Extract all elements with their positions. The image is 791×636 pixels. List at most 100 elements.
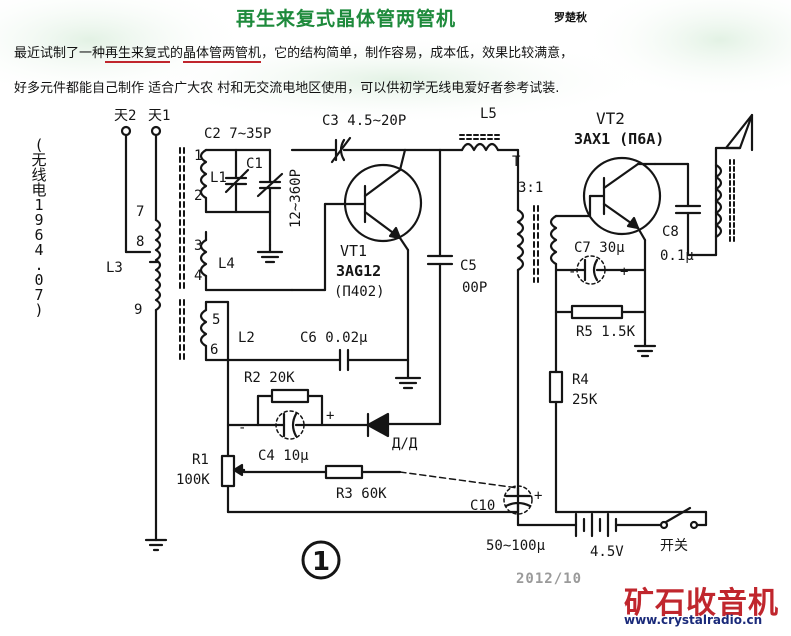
capacitor-c1 xyxy=(256,148,284,264)
intro-highlight-regenerative: 再生来复式 xyxy=(105,46,171,63)
label-c5: C5 xyxy=(460,258,477,274)
label-c5-val: 00P xyxy=(462,280,487,296)
label-n5: 5 xyxy=(212,312,220,328)
label-vt2-type: 3AX1 (П6A) xyxy=(574,130,664,148)
label-r5: R5 1.5K xyxy=(576,324,636,340)
date-watermark: 2012/10 xyxy=(516,571,583,587)
label-c1-range: 12~360P xyxy=(288,169,304,228)
capacitor-c5 xyxy=(386,254,454,426)
label-c4: C4 10μ xyxy=(258,448,309,464)
label-n4: 4 xyxy=(194,268,202,284)
label-ant2: 天2 xyxy=(114,108,136,124)
intro-line-1: 最近试制了一种再生来复式的晶体管两管机，它的结构简单，制作容易，成本低，效果比较… xyxy=(14,42,574,63)
label-n3: 3 xyxy=(194,238,202,254)
page-title: 再生来复式晶体管两管机 xyxy=(236,8,457,30)
label-n8: 8 xyxy=(136,234,144,250)
label-c10: C10 xyxy=(470,498,495,514)
source-citation: ( 无 线 电 1 9 6 4 . 0 7 ) xyxy=(28,138,50,318)
intro-text-a: 最近试制了一种 xyxy=(14,46,106,61)
coil-l5 xyxy=(459,134,520,152)
label-r1-val: 100K xyxy=(176,472,210,488)
site-url: www.crystalradio.cn xyxy=(624,613,763,627)
label-r4-val: 25K xyxy=(572,392,598,408)
source-char: 线 xyxy=(31,166,47,184)
label-n9: 9 xyxy=(134,302,142,318)
source-char: ) xyxy=(34,301,44,319)
label-n1: 1 xyxy=(194,148,202,164)
source-char: 7 xyxy=(34,286,44,304)
transformer-t xyxy=(516,148,592,514)
source-char: 电 xyxy=(31,181,47,199)
source-char: 9 xyxy=(34,211,44,229)
potentiometer-r1 xyxy=(220,454,328,514)
label-l3: L3 xyxy=(106,260,123,276)
ground-rail xyxy=(144,510,520,552)
label-r4: R4 xyxy=(572,372,589,388)
site-logo: 矿石收音机 xyxy=(624,586,779,621)
label-vt1-type: 3AG12 xyxy=(336,262,381,280)
transistor-vt1 xyxy=(290,148,423,390)
label-c3: C3 4.5~20P xyxy=(322,113,406,129)
label-c7-plus: + xyxy=(620,264,628,280)
intro-text-b: 的 xyxy=(170,46,184,61)
source-char: 无 xyxy=(31,151,47,169)
label-r1: R1 xyxy=(192,452,209,468)
resistor-r4 xyxy=(548,310,564,514)
label-c6: C6 0.02μ xyxy=(300,330,368,346)
label-n2: 2 xyxy=(194,188,202,204)
source-char: 0 xyxy=(34,271,44,289)
transistor-vt2 xyxy=(582,156,662,342)
label-c8: C8 xyxy=(662,224,679,240)
coil-l1 xyxy=(199,148,272,214)
label-r2: R2 20K xyxy=(244,370,295,386)
source-char: 4 xyxy=(34,241,44,259)
label-c1: C1 xyxy=(246,156,263,172)
label-vt2: VT2 xyxy=(596,109,625,128)
label-c2: C2 7~35P xyxy=(204,126,271,142)
label-t: T xyxy=(512,154,521,170)
capacitor-c7 xyxy=(554,255,647,285)
label-c4-plus: + xyxy=(326,408,334,424)
label-battery: 4.5V xyxy=(590,544,624,560)
antenna-2-terminal xyxy=(120,125,152,254)
capacitor-c8 xyxy=(653,162,718,257)
coil-l3 xyxy=(148,218,162,542)
capacitor-c10 xyxy=(503,485,533,527)
label-switch: 开关 xyxy=(660,538,688,554)
label-c10-plus: + xyxy=(534,488,542,504)
author-name: 罗楚秋 xyxy=(554,11,587,24)
diode xyxy=(366,412,390,438)
label-n7: 7 xyxy=(136,204,144,220)
capacitor-c3 xyxy=(290,136,407,164)
label-c8-val: 0.1μ xyxy=(660,248,694,264)
coil-l2 xyxy=(199,300,342,362)
capacitor-c6 xyxy=(338,348,410,372)
capacitor-c2 xyxy=(224,148,250,214)
label-l4: L4 xyxy=(218,256,235,272)
intro-text-c: ，它的结构简单，制作容易，成本低，效果比较满意， xyxy=(261,46,574,61)
label-vt1-alt: (П402) xyxy=(334,284,385,300)
source-char: ( xyxy=(34,136,44,154)
capacitor-c4 xyxy=(256,410,370,440)
source-char: 1 xyxy=(34,196,44,214)
speaker-icon xyxy=(714,113,754,257)
label-vt1: VT1 xyxy=(340,242,367,260)
label-fig: 1 xyxy=(312,547,330,577)
label-diode: Д/Д xyxy=(392,436,418,452)
label-ant1: 天1 xyxy=(148,108,170,124)
figure-number: 1 xyxy=(301,540,341,580)
resistor-r3 xyxy=(324,464,519,489)
label-c7: C7 30μ xyxy=(574,240,625,256)
label-r3: R3 60K xyxy=(336,486,387,502)
battery-icon xyxy=(516,512,662,538)
label-l2: L2 xyxy=(238,330,255,346)
label-l5: L5 xyxy=(480,106,497,122)
label-c4-minus: - xyxy=(238,420,246,436)
resistor-r5 xyxy=(554,304,657,358)
label-ratio: 3:1 xyxy=(518,180,543,196)
source-char: 6 xyxy=(34,226,44,244)
label-c10-val: 50~100μ xyxy=(486,538,546,554)
intro-line-2: 好多元件都能自己制作 适合广大农 村和无交流电地区使用，可以供初学无线电爱好者参… xyxy=(14,81,560,96)
